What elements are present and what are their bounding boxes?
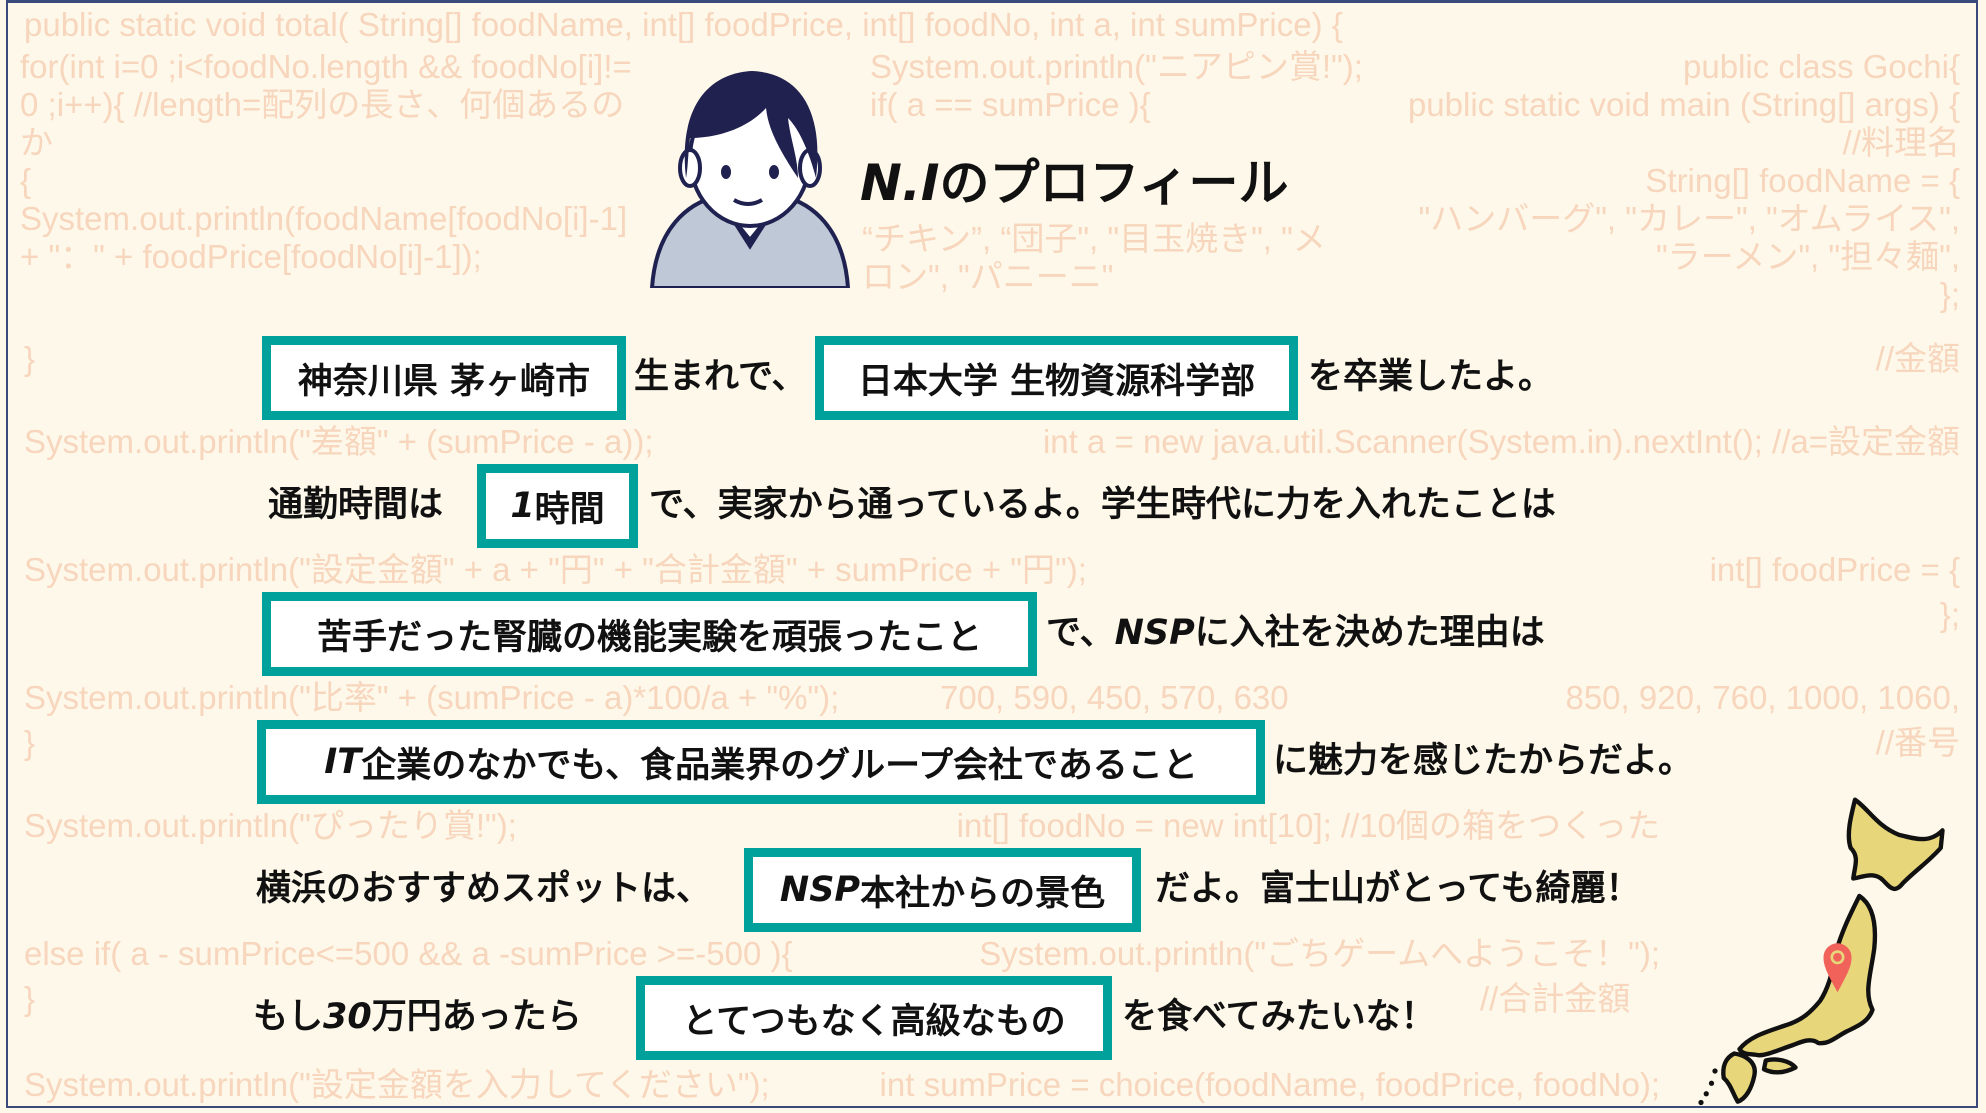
code-line: int sumPrice = choice(foodName, foodPric… [879,1066,1660,1103]
reason-text: 企業のなかでも、食品業界のグループ会社であること [361,745,1198,786]
code-line: System.out.println("設定金額" + a + "円" + "合… [24,551,1087,588]
hometown-text: 神奈川県 茅ヶ崎市 [297,361,591,402]
location-pin-icon [1823,943,1852,993]
code-line: }; [1939,276,1960,313]
title-initials: N.I [860,154,940,212]
code-line: } [24,980,36,1017]
spot-company: NSP [779,870,861,910]
commute-hours: 1 [510,486,535,526]
code-line: int[] foodNo = new int[10]; //10個の箱をつくった [956,807,1660,844]
row3-text-2: に入社を決めた理由は [1194,613,1545,653]
code-line: System.out.println("ニアピン賞!"); [870,48,1363,85]
row6-amount: 30 [323,997,372,1037]
code-line: int a = new java.util.Scanner(System.in)… [1042,423,1960,460]
code-line: “チキン”, “団子", "目玉焼き", "メロン", "パニーニ" [862,220,1326,295]
row1-text-1: 生まれで、 [634,357,807,397]
code-line: int[] foodPrice = { [1709,551,1960,588]
spot-text: 本社からの景色 [860,873,1106,914]
row2-text-2: で、実家から通っているよ。学生時代に力を入れたことは [649,485,1556,525]
highlight-hometown: 神奈川県 茅ヶ崎市 [262,336,626,420]
title-suffix: のプロフィール [939,154,1289,212]
code-line: System.out.println("ごちゲームへようこそ！"); [979,935,1660,972]
code-line: System.out.println("設定金額を入力してください"); [24,1066,770,1103]
code-line: } [24,340,36,377]
code-line: String[] foodName = { [1645,162,1960,199]
reason-it: IT [324,742,362,782]
code-line: public static void total( String[] foodN… [24,6,1343,43]
code-line: //料理名 [1842,124,1960,161]
dream-food-text: とてつもなく高級なもの [682,1001,1066,1042]
code-line: if( a == sumPrice ){ [870,86,1151,123]
row1-text-2: を卒業したよ。 [1308,357,1554,397]
code-line: System.out.println("ぴったり賞!"); [24,807,517,844]
slide-frame [6,0,1978,1108]
row6-unit: 万円あったら [371,997,582,1037]
code-line: System.out.println("差額" + (sumPrice - a)… [24,423,654,460]
row2-text-1: 通勤時間は [268,485,444,525]
code-line: //番号 [1875,724,1960,761]
code-line: }; [1939,596,1960,633]
code-line: else if( a - sumPrice<=500 && a -sumPric… [24,935,793,972]
code-line: 850, 920, 760, 1000, 1060, [1565,679,1960,716]
background-code-right-block: //料理名 String[] foodName = { "ハンバーグ", "カレ… [1370,124,1961,314]
avatar-illustration [649,71,851,288]
highlight-student-effort: 苦手だった腎臓の機能実験を頑張ったこと [262,592,1037,676]
background-code-left-block: for(int i=0 ;i<foodNo.length && foodNo[i… [20,48,636,276]
row5-text-1: 横浜のおすすめスポットは、 [256,869,712,909]
code-line: System.out.println(foodName[foodNo[i]-1]… [20,200,628,275]
code-line: { [20,162,32,199]
commute-unit: 時間 [534,489,605,530]
hokkaido [1846,797,1945,892]
code-line: for(int i=0 ;i<foodNo.length && foodNo[i… [20,48,632,161]
code-line: //金額 [1875,340,1960,377]
code-line: //合計金額 [1480,980,1631,1017]
shikoku [1761,1057,1798,1075]
row3-text-1: で、 [1046,613,1115,653]
islands [1698,1068,1718,1106]
row5-text-2: だよ。富士山がとっても綺麗！ [1155,869,1641,909]
highlight-dream-food: とてつもなく高級なもの [636,976,1112,1060]
row3-company: NSP [1114,613,1195,653]
japan-map-illustration [1698,797,1945,1106]
code-line: 700, 590, 450, 570, 630 [940,679,1289,716]
row4-text: に魅力を感じたからだよ。 [1273,741,1694,781]
honshu [1737,893,1878,1058]
highlight-university: 日本大学 生物資源科学部 [815,336,1298,420]
code-line: public class Gochi{ [1683,48,1960,85]
page-title: N.Iのプロフィール [860,158,1288,208]
background-code-mid-block: “チキン”, “団子", "目玉焼き", "メロン", "パニーニ" [862,220,1355,296]
university-text: 日本大学 生物資源科学部 [857,361,1256,402]
row6-if: もし [253,997,324,1037]
code-line: public static void main (String[] args) … [1407,86,1960,123]
row3-text: で、NSPに入社を決めた理由は [1046,616,1545,651]
code-line: } [24,724,36,761]
student-effort-text: 苦手だった腎臓の機能実験を頑張ったこと [316,617,982,658]
code-line: System.out.println("比率" + (sumPrice - a)… [24,679,840,716]
row6-text-2: を食べてみたいな！ [1122,997,1436,1037]
row6-text-1: もし30万円あったら [253,1000,582,1035]
kyushu [1721,1051,1757,1104]
code-line: "ハンバーグ", "カレー", "オムライス", "ラーメン", "担々麺", [1418,200,1961,275]
